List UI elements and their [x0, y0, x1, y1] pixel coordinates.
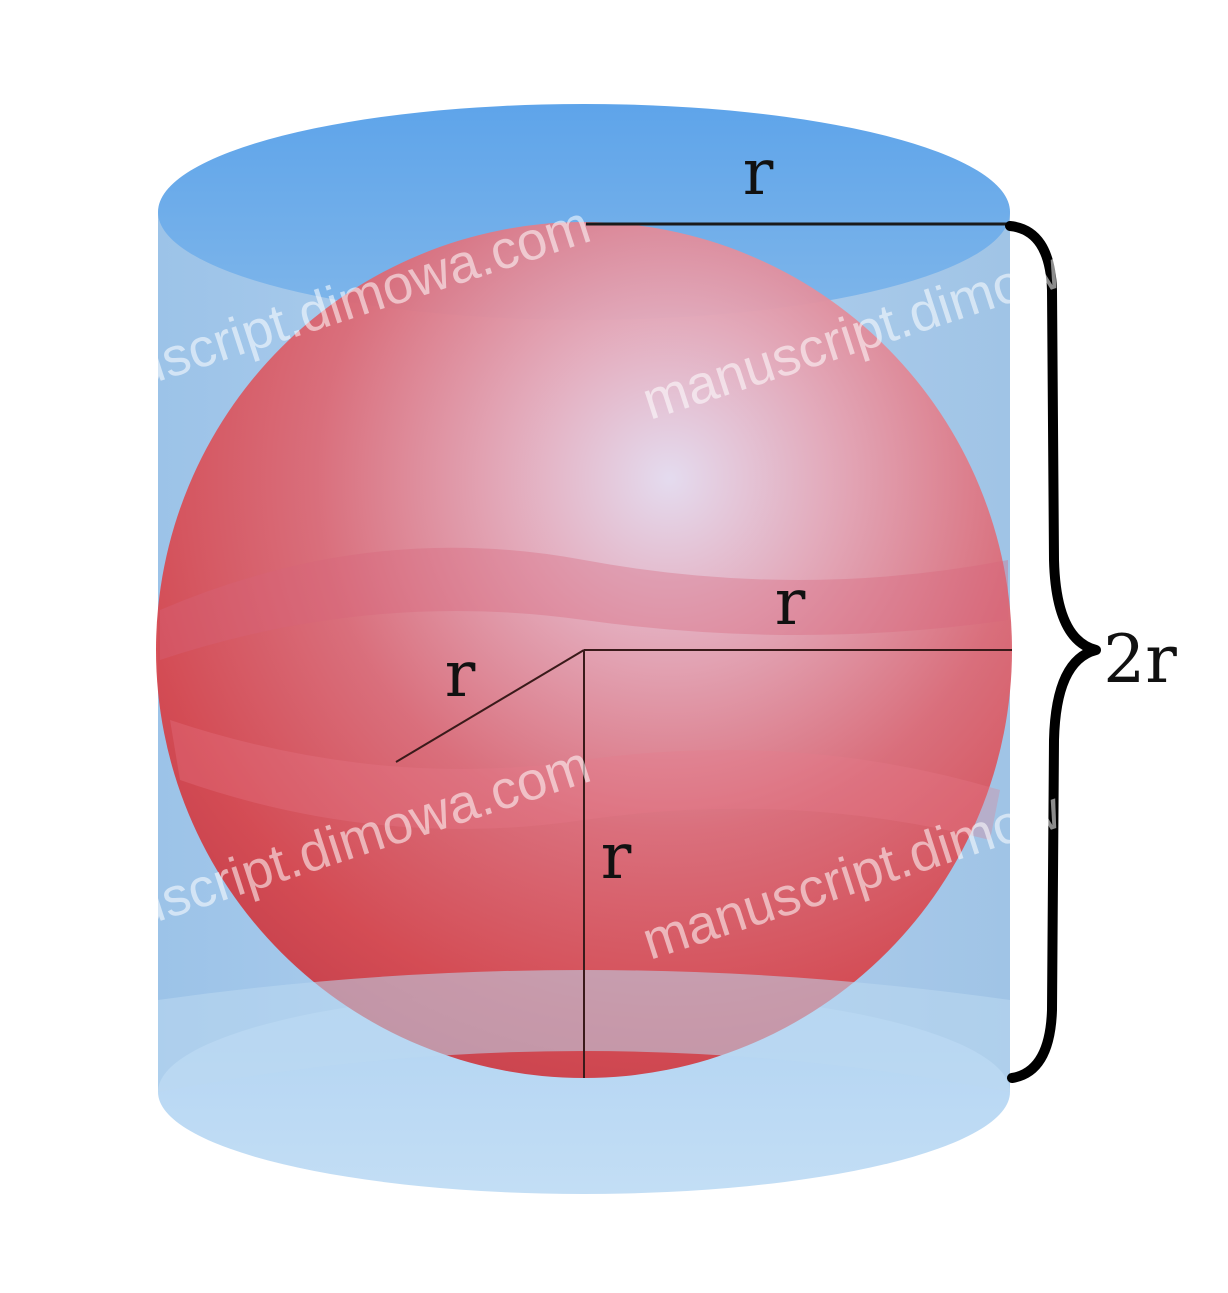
- height-brace: [1005, 221, 1101, 1083]
- height-label: 2r: [1103, 621, 1177, 698]
- cylinder-top-cap: [158, 104, 1010, 320]
- top-radius-label: r: [743, 136, 774, 210]
- sphere-band-upper: [160, 547, 1008, 660]
- equator-radius-label: r: [775, 566, 806, 640]
- slant-radius-line: [395, 649, 585, 763]
- watermark-5: a.com: [425, 1197, 583, 1289]
- watermark-6: a.com: [1045, 1197, 1203, 1289]
- slant-radius-label: r: [445, 638, 476, 712]
- vertical-radius-label: r: [601, 820, 632, 894]
